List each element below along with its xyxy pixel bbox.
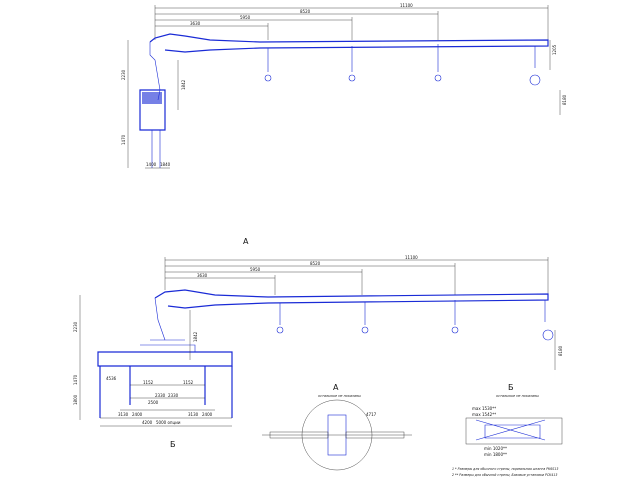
od-9: 2400: [202, 412, 213, 417]
od-11: 5000 опции: [156, 420, 181, 425]
notes: 1 * Размеры для обычного стрелы, нормаль…: [452, 467, 558, 477]
top-crane-view: 11100 8520 5950 3630 2230 1842 1470 1205…: [121, 3, 567, 169]
bottom-small-dim: 4536: [106, 376, 117, 381]
top-vdim-1: 2230: [121, 69, 126, 80]
top-bdim-2: 1840: [160, 162, 171, 167]
bottom-dim-3: 5950: [250, 267, 261, 272]
bottom-vdim-4: 1800: [73, 394, 78, 405]
detail-a-caption: остальные не показаны: [318, 394, 361, 398]
top-rdim-2: 8180: [562, 94, 567, 105]
bottom-vdim-1: 2230: [73, 321, 78, 332]
bottom-vdim-2: 1842: [193, 331, 198, 342]
bottom-dim-2: 8520: [310, 261, 321, 266]
note-2: 2 ** Размеры для обычной стрелы, Базовые…: [452, 473, 557, 477]
detail-a-title: А: [333, 383, 339, 392]
detail-b-dim-3: min 1020**: [484, 446, 507, 451]
detail-a-dim: 4717: [366, 412, 377, 417]
od-2: 1152: [183, 380, 194, 385]
top-dim-1: 11100: [400, 3, 413, 8]
detail-a: А остальные не показаны 4717: [262, 383, 412, 471]
od-6: 3130: [118, 412, 129, 417]
view-label-a: A: [243, 237, 249, 246]
bottom-dim-1: 11100: [405, 255, 418, 260]
top-vdim-2: 1842: [181, 79, 186, 90]
bottom-rdim-1: 8180: [558, 345, 563, 356]
top-dim-4: 3630: [190, 21, 201, 26]
od-10: 4200: [142, 420, 153, 425]
view-label-b: Б: [170, 440, 176, 449]
od-7: 2400: [132, 412, 143, 417]
detail-b-title: Б: [508, 383, 514, 392]
note-1: 1 * Размеры для обычного стрелы, нормаль…: [452, 467, 558, 471]
top-vdim-3: 1470: [121, 134, 126, 145]
top-dim-2: 8520: [300, 9, 311, 14]
detail-b-dim-1: max 1530**: [472, 406, 496, 411]
od-8: 3130: [188, 412, 199, 417]
detail-b-caption: остальные не показаны: [496, 394, 539, 398]
od-1: 1152: [143, 380, 154, 385]
top-bdim-1: 1400: [146, 162, 157, 167]
od-5: 2500: [148, 400, 159, 405]
top-rdim-1: 1205: [552, 44, 557, 55]
detail-b-dim-4: min 1800**: [484, 452, 507, 457]
top-dim-3: 5950: [240, 15, 251, 20]
od-4: 2330: [168, 393, 179, 398]
bottom-vdim-3: 1470: [73, 374, 78, 385]
bottom-dim-4: 3630: [197, 273, 208, 278]
od-3: 2330: [155, 393, 166, 398]
bottom-crane-view: A Б 11100 8520 5950 3630: [73, 237, 563, 449]
detail-b: Б остальные не показаны max 1530** max 1…: [465, 383, 563, 457]
detail-b-dim-2: max 1542**: [472, 412, 496, 417]
